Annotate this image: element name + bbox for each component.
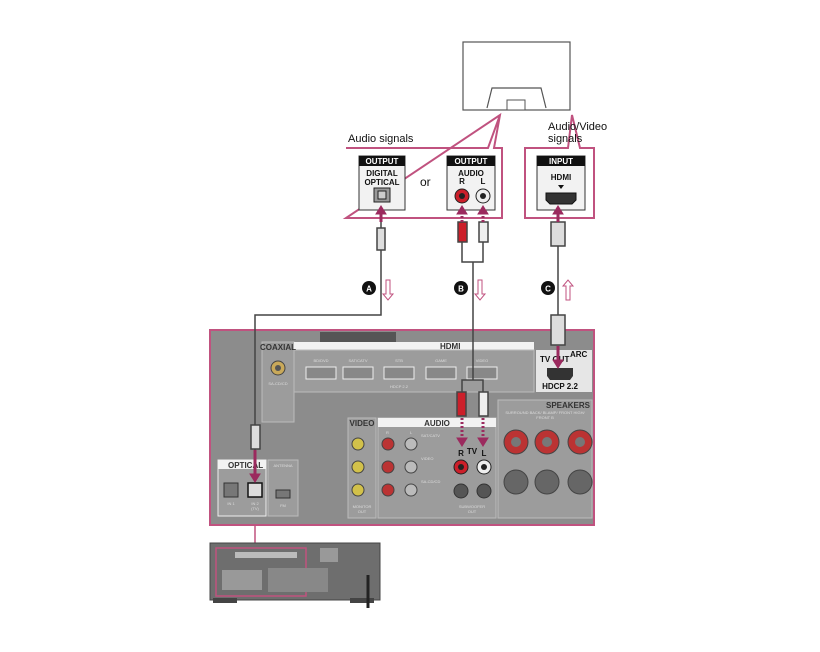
audio-output-r: R [459,177,465,186]
monitor-out-label: MONITOR [353,504,372,509]
video-label: VIDEO [350,419,375,428]
optical-output-label-2: OPTICAL [364,178,399,187]
audio-output-l: L [481,177,486,186]
cable-b-audio [456,221,489,417]
tv [462,41,571,111]
speakers-sub-label: SURROUND BACK/ BI-AMP/ FRONT HIGH/ FRONT… [505,410,585,420]
tv-hdmi-input: INPUT HDMI [536,155,586,211]
cable-b-label: B [458,285,464,294]
optical-output-header: OUTPUT [366,157,399,166]
speakers-sub-wrap: SURROUND BACK/ BI-AMP/ FRONT HIGH/ FRONT… [505,410,585,420]
tv-audio-l-label: L [482,449,487,458]
coaxial-sub-label: SA-CD/CD [268,381,287,386]
tv-audio-label: TV [467,447,478,456]
subwoofer-label-2: OUT [468,509,477,514]
hdmi-input-header: INPUT [549,157,573,166]
optical-label: OPTICAL [228,461,263,470]
hdmi-label: HDMI [440,342,460,351]
audio-output-label: AUDIO [458,169,484,178]
hdmi-input-label: VIDEO [476,358,488,363]
speakers-label: SPEAKERS [546,401,591,410]
antenna-label: ANTENNA [273,463,292,468]
hdmi-input-label: HDMI [551,173,571,182]
audio-input-label: VIDEO [421,456,433,461]
cable-a-label: A [366,285,372,294]
subwoofer-label: SUBWOOFER [459,504,485,509]
optical-in2-sub-label: (TV) [251,506,259,511]
arc-label: ARC [570,350,588,359]
audio-input-label: SA-CD/CD [421,479,440,484]
monitor-out-label-2: OUT [358,509,367,514]
audio-output-header: OUTPUT [455,157,488,166]
or-label: or [420,175,431,189]
tv-audio-r-label: R [458,449,464,458]
receiver-overview [209,525,381,608]
cable-c-label: C [545,285,551,294]
av-signals-label: Audio/Video [548,121,607,133]
cable-a-optical [250,210,386,460]
coaxial-label: COAXIAL [260,343,296,352]
optical-output-label-1: DIGITAL [366,169,398,178]
audio-l-label: L [410,430,413,435]
hdmi-input-label: GAME [435,358,447,363]
cable-labels: A B C [362,281,555,295]
tv-optical-output: OUTPUT DIGITAL OPTICAL [358,155,406,211]
hdmi-input-label: SAT/CATV [349,358,368,363]
optical-in1-label: IN 1 [227,501,235,506]
audio-r-label: R [386,430,389,435]
hdmi-input-ports: BD/DVD SAT/CATV STB GAME VIDEO HDCP 2.2 [305,358,498,389]
hdcp-note: HDCP 2.2 [390,384,409,389]
hdmi-input-label: BD/DVD [313,358,328,363]
audio-input-label: SAT/CATV [421,433,440,438]
av-signals-label-2: signals [548,133,583,145]
audio-label: AUDIO [424,419,450,428]
optical-in2-label: IN 2 [251,501,259,506]
hdmi-input-label: STB [395,358,403,363]
fm-label: FM [280,503,286,508]
direction-arrows [381,279,575,301]
tv-audio-output: OUTPUT AUDIO R L [446,155,496,211]
receiver-rear-panel: SA-CD/CD COAXIAL HDMI BD/DVD SAT/CATV ST… [209,329,595,526]
callout-av [524,114,595,219]
tv-out-hdcp-note: HDCP 2.2 [542,382,578,391]
signal-arrows [249,205,564,483]
audio-signals-label: Audio signals [348,133,414,145]
